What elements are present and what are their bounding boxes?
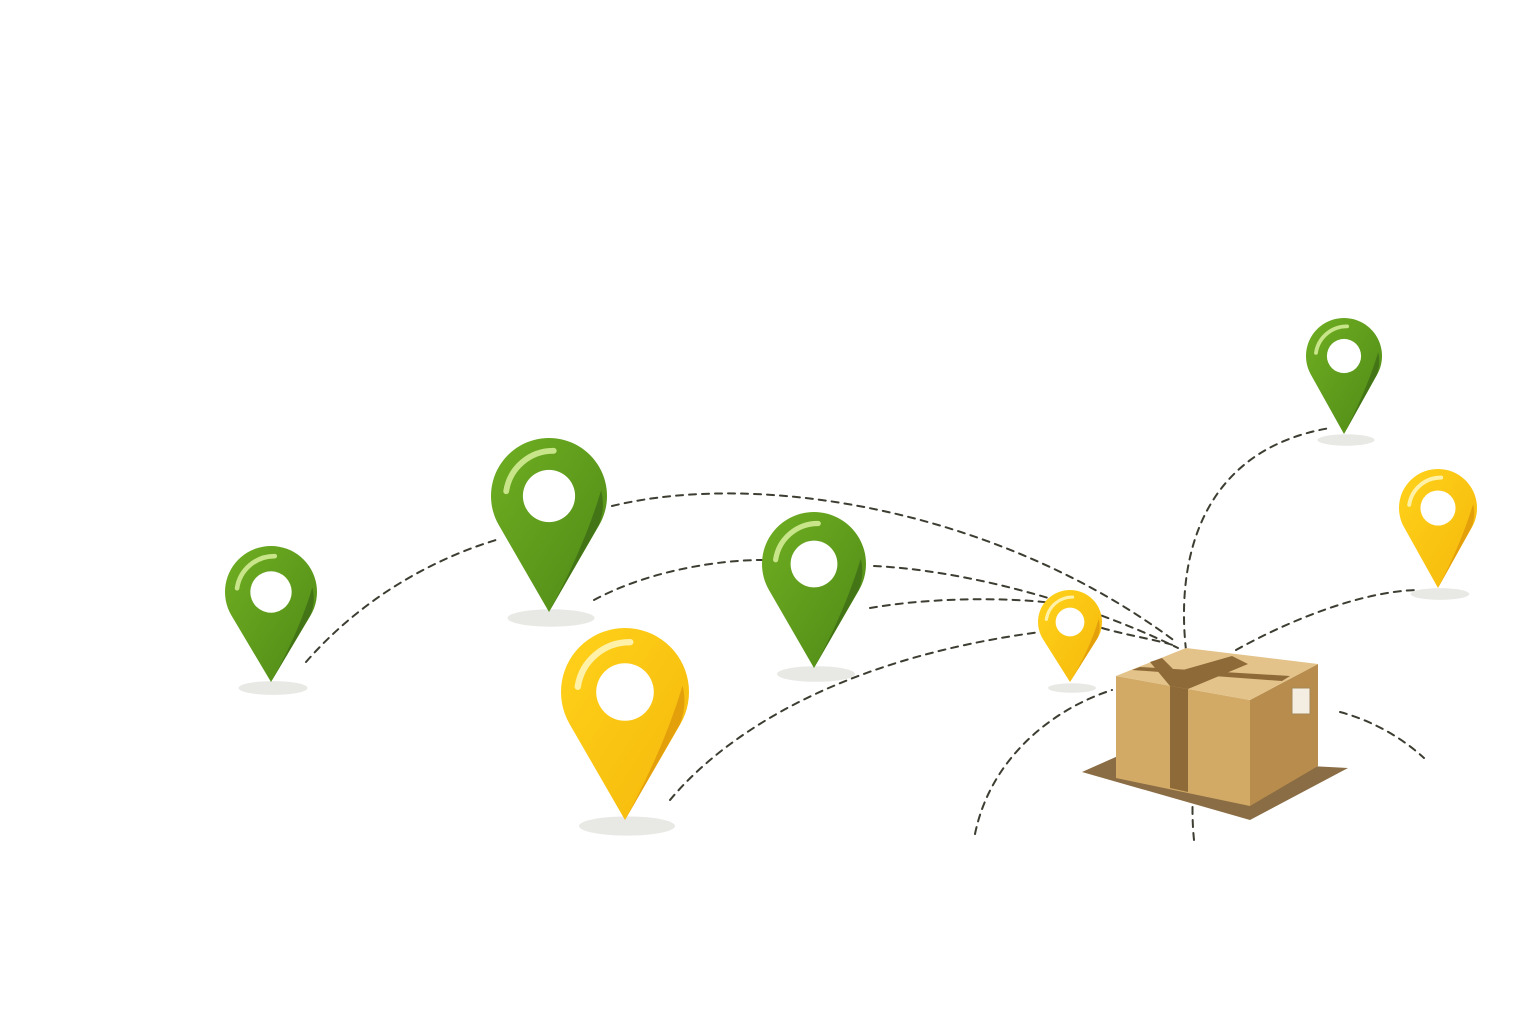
pin-body xyxy=(561,627,689,820)
route-line-8 xyxy=(1183,427,1331,651)
pin-center-hole xyxy=(1055,607,1085,637)
pin-highlight xyxy=(574,638,634,690)
pin-highlight xyxy=(1044,595,1075,621)
dashed-route-lines xyxy=(305,427,1425,841)
location-pin-green-far-left xyxy=(224,546,317,695)
route-line-5 xyxy=(869,598,1061,609)
pin-center-hole xyxy=(1326,338,1362,374)
pin-shadow xyxy=(579,816,675,836)
pin-shade xyxy=(1344,352,1380,434)
pin-shade xyxy=(625,685,685,820)
pin-center-hole xyxy=(596,663,654,721)
pin-body xyxy=(491,438,607,612)
location-pin-green-large xyxy=(491,438,607,627)
pin-center-hole xyxy=(1420,490,1456,526)
route-line-1 xyxy=(305,539,497,663)
pin-shade xyxy=(814,558,863,668)
box-tape-top-cross xyxy=(1132,667,1290,681)
pin-center-hole xyxy=(790,540,838,588)
pin-shade xyxy=(549,490,603,612)
location-pin-yellow-small xyxy=(1038,590,1102,693)
route-line-3 xyxy=(593,559,763,601)
route-line-12 xyxy=(1339,711,1425,759)
pin-highlight xyxy=(1314,324,1350,355)
pin-highlight xyxy=(503,447,557,495)
location-pin-yellow-large xyxy=(561,627,689,836)
pin-shadow xyxy=(1317,434,1375,446)
pin-center-hole xyxy=(250,571,292,613)
route-line-10 xyxy=(974,689,1113,835)
location-pin-green-center xyxy=(762,512,866,682)
box-tape-front xyxy=(1170,686,1188,792)
location-pins xyxy=(224,317,1477,836)
pin-center-hole xyxy=(522,469,576,523)
pin-highlight xyxy=(773,520,821,563)
pin-highlight xyxy=(1407,475,1444,507)
pin-shadow xyxy=(777,666,855,682)
route-line-7 xyxy=(1101,627,1177,647)
location-pin-green-top-right xyxy=(1306,317,1382,446)
pin-shadow xyxy=(507,609,595,627)
pin-highlight xyxy=(234,553,278,591)
route-line-9 xyxy=(1235,589,1417,651)
pin-body xyxy=(1399,469,1477,588)
pin-shade xyxy=(1438,504,1475,588)
route-line-2 xyxy=(611,492,1177,643)
pin-shadow xyxy=(1410,588,1470,600)
pin-shadow xyxy=(1048,683,1096,693)
route-line-4 xyxy=(873,565,1179,649)
pin-body xyxy=(1306,317,1382,434)
pin-body xyxy=(224,546,317,682)
route-line-6 xyxy=(669,631,1041,801)
box-shipping-label xyxy=(1291,687,1311,715)
pin-body xyxy=(762,512,866,668)
pin-shadow xyxy=(238,681,308,695)
location-pin-yellow-right xyxy=(1399,469,1477,600)
cardboard-box-icon xyxy=(1082,648,1348,820)
pin-shade xyxy=(271,587,314,682)
